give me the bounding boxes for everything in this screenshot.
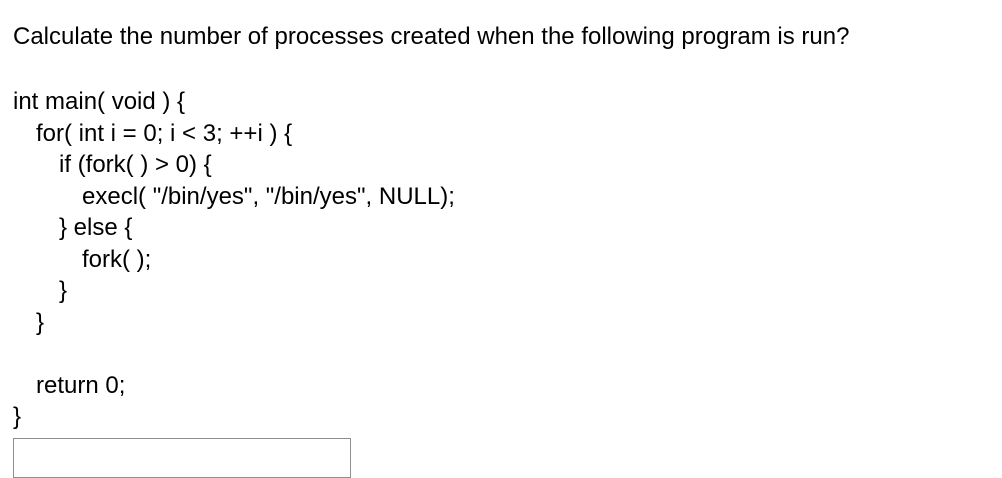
code-line-blank (13, 338, 455, 370)
answer-input[interactable] (13, 438, 351, 478)
code-line-text: } (13, 403, 22, 430)
code-line-text: fork( ); (82, 245, 152, 273)
code-line: if (fork( ) > 0) { (13, 149, 455, 181)
code-line: } (13, 307, 455, 339)
code-line-text: return 0; (36, 371, 126, 399)
code-line: return 0; (13, 370, 455, 402)
code-line: for( int i = 0; i < 3; ++i ) { (13, 118, 455, 150)
code-line: } (13, 401, 455, 433)
code-block: int main( void ) { for( int i = 0; i < 3… (13, 86, 455, 433)
code-line: int main( void ) { (13, 86, 455, 118)
code-line-text: } (36, 308, 45, 336)
code-line: fork( ); (13, 244, 455, 276)
code-line: } else { (13, 212, 455, 244)
code-line-text: execl( "/bin/yes", "/bin/yes", NULL); (82, 182, 455, 210)
code-line-text: int main( void ) { (13, 88, 186, 115)
code-line: execl( "/bin/yes", "/bin/yes", NULL); (13, 181, 455, 213)
code-line-text: if (fork( ) > 0) { (59, 151, 212, 178)
code-line: } (13, 275, 455, 307)
code-line-text: for( int i = 0; i < 3; ++i ) { (36, 119, 293, 147)
code-line-text: } (59, 277, 68, 304)
question-text: Calculate the number of processes create… (13, 23, 850, 50)
code-line-text: } else { (59, 214, 133, 241)
